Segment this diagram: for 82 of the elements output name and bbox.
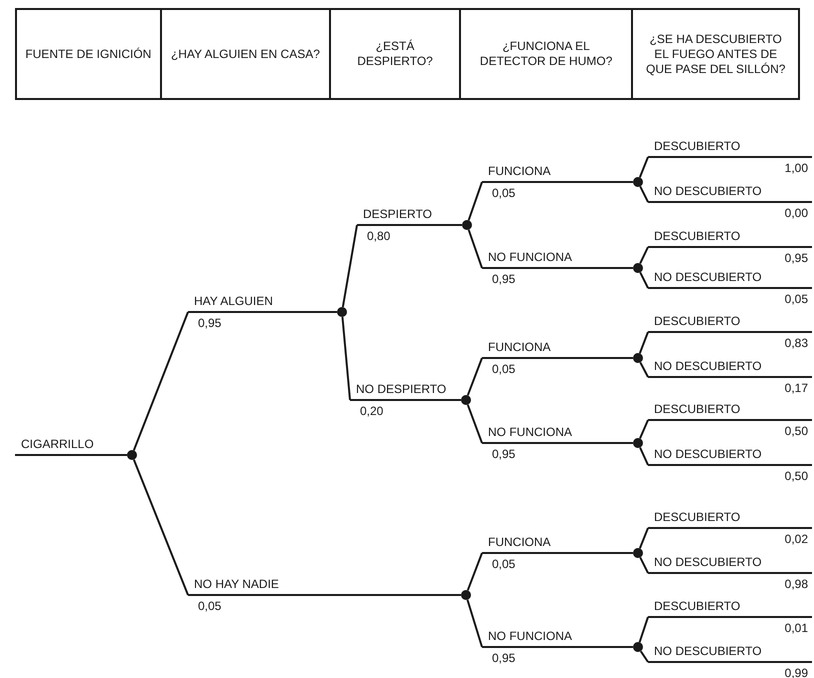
branch-label: DESCUBIERTO	[654, 509, 740, 525]
probability-value: 0,80	[367, 228, 390, 244]
probability-value: 1,00	[784, 160, 808, 176]
probability-value: 0,17	[784, 380, 808, 396]
probability-value: 0,02	[784, 531, 808, 547]
tree-branch-line	[627, 357, 633, 359]
probability-value: 0,95	[784, 250, 808, 266]
tree-branch-line	[466, 358, 483, 396]
column-heading: ¿HAY ALGUIEN EN CASA?	[170, 46, 320, 62]
probability-value: 0,83	[784, 335, 808, 351]
probability-value: 0,05	[784, 291, 808, 307]
branch-label: NO DESCUBIERTO	[654, 643, 762, 659]
tree-branch-line	[446, 399, 461, 401]
tree-branch-line	[640, 650, 649, 663]
tree-branch-line	[132, 312, 189, 451]
tree-branch-line	[639, 557, 649, 574]
tree-branch-line	[639, 272, 649, 288]
tree-branch-line	[638, 156, 649, 178]
branch-label: DESCUBIERTO	[654, 313, 740, 329]
tree-branch-line	[341, 316, 351, 400]
branch-label: CIGARRILLO	[21, 436, 94, 452]
branch-label: NO FUNCIONA	[488, 628, 572, 644]
column-heading: FUENTE DE IGNICIÓN	[25, 46, 152, 62]
column-heading: ¿FUNCIONA EL DETECTOR DE HUMO?	[478, 39, 614, 69]
branch-label: HAY ALGUIEN	[194, 293, 273, 309]
tree-branch-line	[132, 459, 189, 596]
tree-branch-line	[454, 594, 461, 596]
tree-branch-line	[639, 362, 649, 378]
branch-label: DESPIERTO	[363, 206, 432, 222]
probability-value: 0,50	[784, 468, 808, 484]
probability-value: 0,00	[784, 205, 808, 221]
tree-branch-line	[627, 552, 633, 554]
tree-branch-line	[627, 181, 633, 183]
branch-label: FUNCIONA	[488, 163, 551, 179]
probability-value: 0,95	[492, 650, 516, 666]
tree-branch-line	[639, 246, 649, 264]
probability-value: 0,50	[784, 423, 808, 439]
branch-label: NO DESCUBIERTO	[654, 269, 762, 285]
tree-branch-line	[468, 182, 483, 221]
probability-value: 0,01	[784, 620, 808, 636]
probability-value: 0,20	[360, 403, 384, 419]
probability-value: 0,95	[198, 315, 222, 331]
tree-branch-line	[627, 267, 633, 269]
branch-label: NO DESCUBIERTO	[654, 358, 762, 374]
tree-branch-line	[120, 454, 127, 456]
tree-branch-line	[627, 646, 633, 648]
branch-label: NO DESPIERTO	[356, 381, 446, 397]
branch-label: DESCUBIERTO	[654, 598, 740, 614]
tree-branch-line	[342, 224, 358, 308]
branch-label: FUNCIONA	[488, 339, 551, 355]
probability-value: 0,98	[784, 576, 808, 592]
column-heading: ¿SE HA DESCUBIERTO EL FUEGO ANTES DE QUE PASE DEL SILLÓN?	[645, 32, 786, 76]
probability-value: 0,05	[492, 556, 516, 572]
tree-branch-line	[468, 229, 483, 268]
branch-label: DESCUBIERTO	[654, 228, 740, 244]
tree-branch-line	[466, 599, 483, 648]
branch-label: NO HAY NADIE	[194, 576, 279, 592]
tree-branch-line	[638, 528, 649, 549]
branch-label: NO DESCUBIERTO	[654, 183, 762, 199]
tree-branch-line	[639, 420, 649, 439]
probability-value: 0,95	[492, 446, 516, 462]
branch-label: NO FUNCIONA	[488, 424, 572, 440]
tree-branch-line	[638, 332, 649, 354]
probability-value: 0,05	[492, 361, 516, 377]
probability-value: 0,95	[492, 271, 516, 287]
probability-value: 0,05	[492, 185, 516, 201]
tree-branch-line	[638, 616, 649, 643]
tree-branch-line	[639, 447, 649, 466]
tree-branch-line	[466, 404, 483, 444]
branch-label: DESCUBIERTO	[654, 138, 740, 154]
column-heading: ¿ESTÁ DESPIERTO?	[356, 39, 434, 69]
branch-label: DESCUBIERTO	[654, 401, 740, 417]
branch-label: NO DESCUBIERTO	[654, 446, 762, 462]
tree-branch-line	[330, 311, 337, 313]
branch-label: FUNCIONA	[488, 534, 551, 550]
tree-branch-line	[639, 186, 649, 202]
probability-value: 0,05	[198, 598, 222, 614]
tree-branch-line	[456, 224, 462, 226]
tree-branch-line	[466, 552, 483, 591]
branch-label: NO DESCUBIERTO	[654, 554, 762, 570]
branch-label: NO FUNCIONA	[488, 249, 572, 265]
tree-branch-line	[627, 442, 633, 444]
